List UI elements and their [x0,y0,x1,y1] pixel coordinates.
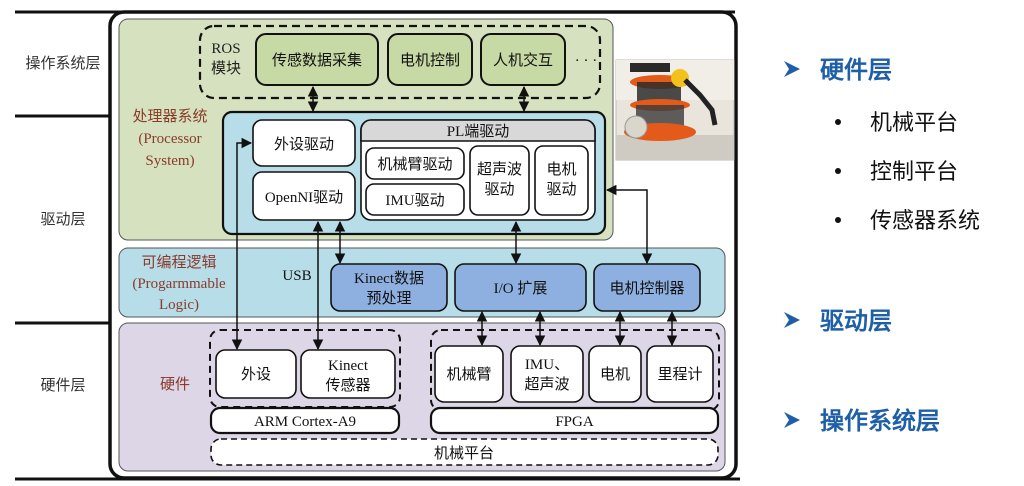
peripheral-driver-box[interactable]: 外设驱动 [252,119,356,167]
ros-module-hci[interactable]: 人机交互 [480,33,566,86]
openni-driver-box[interactable]: OpenNI驱动 [252,171,356,221]
usb-label: USB [282,268,311,284]
side-heading-driver: 驱动层 [820,307,892,335]
side-heading-hardware: 硬件层 [820,56,892,84]
svg-text:电机: 电机 [546,161,576,178]
processor-system-en2: System) [145,153,194,169]
arrow-peripheral [231,137,253,351]
ros-module-group [198,24,602,100]
svg-text:Kinect数据: Kinect数据 [354,270,424,287]
svg-text:预处理: 预处理 [366,290,411,307]
ros-module-motor[interactable]: 电机控制 [387,33,473,86]
odometer-box[interactable]: 里程计 [646,345,714,403]
motor-box[interactable]: 电机 [588,345,642,403]
processor-system-title: 处理器系统 [132,108,207,125]
svg-text:电机控制: 电机控制 [400,52,460,69]
ros-label-2: 模块 [211,60,241,77]
svg-text:传感器: 传感器 [325,377,370,394]
processor-system-en1: (Processor [138,131,201,147]
side-heading-os: 操作系统层 [820,407,940,435]
arrow-motor-controller [605,184,653,265]
imu-driver-box[interactable]: IMU驱动 [365,183,465,216]
svg-text:机械平台: 机械平台 [434,445,494,462]
side-item-sensor: 传感器系统 [870,209,980,234]
svg-text:IMU、: IMU、 [525,357,569,373]
svg-text:外设: 外设 [241,366,271,383]
layer-label-driver: 驱动层 [40,211,85,228]
fpga-bar[interactable]: FPGA [429,406,720,435]
side-item-mechanical: 机械平台 [870,111,958,136]
connection-arrows [231,85,678,351]
side-section-os: 操作系统层 [784,407,940,435]
ros-module-sensor[interactable]: 传感数据采集 [255,33,379,86]
pl-driver-title: PL端驱动 [447,123,510,140]
side-item-control: 控制平台 [870,160,958,185]
mechanical-platform-bar[interactable]: 机械平台 [210,438,719,466]
bullet-icon [835,168,841,174]
svg-text:里程计: 里程计 [657,366,702,383]
svg-text:超声波: 超声波 [524,375,569,393]
bullet-icon [835,217,841,223]
robot-arm-box[interactable]: 机械臂 [434,345,504,403]
svg-text:外设驱动: 外设驱动 [274,136,334,153]
ros-label-1: ROS [211,41,240,57]
motor-controller-box[interactable]: 电机控制器 [593,263,701,312]
svg-text:超声波: 超声波 [477,160,522,178]
svg-text:I/O 扩展: I/O 扩展 [494,280,548,297]
side-section-driver: 驱动层 [784,307,892,335]
layer-label-hardware: 硬件层 [40,377,85,394]
layer-label-os: 操作系统层 [25,55,100,72]
robot-photo [615,59,735,161]
svg-text:电机控制器: 电机控制器 [609,280,684,297]
svg-text:IMU驱动: IMU驱动 [385,192,444,209]
arm-driver-box[interactable]: 机械臂驱动 [365,147,465,180]
svg-text:OpenNI驱动: OpenNI驱动 [265,189,343,206]
svg-text:人机交互: 人机交互 [493,51,553,69]
pl-en1: (Progarmmable [132,276,226,292]
svg-text:传感数据采集: 传感数据采集 [272,52,362,69]
hardware-title: 硬件 [160,376,190,393]
motor-driver-box[interactable]: 电机 驱动 [534,145,589,216]
arm-cpu-group [209,329,401,408]
peripheral-box[interactable]: 外设 [215,349,297,399]
kinect-sensor-box[interactable]: Kinect 传感器 [300,349,396,399]
svg-text:驱动: 驱动 [484,181,514,198]
svg-text:机械臂驱动: 机械臂驱动 [377,156,452,173]
svg-text:Kinect: Kinect [328,358,369,374]
svg-text:机械臂: 机械臂 [446,366,491,383]
pl-title: 可编程逻辑 [141,254,216,271]
arrowhead-bullet-icon [784,312,800,328]
pl-en2: Logic) [159,297,199,313]
io-expansion-box[interactable]: I/O 扩展 [454,263,587,312]
arrowhead-bullet-icon [784,412,800,428]
arrowhead-bullet-icon [784,61,800,77]
ultrasonic-driver-box[interactable]: 超声波 驱动 [469,145,530,216]
imu-ultrasonic-box[interactable]: IMU、 超声波 [510,345,584,403]
svg-text:电机: 电机 [600,366,630,383]
bullet-icon [835,119,841,125]
kinect-preprocess-box[interactable]: Kinect数据 预处理 [330,263,448,312]
side-section-hardware: 硬件层 机械平台 控制平台 传感器系统 [784,56,980,234]
svg-text:ARM Cortex-A9: ARM Cortex-A9 [254,414,356,430]
arm-cortex-a9-bar[interactable]: ARM Cortex-A9 [209,406,401,435]
ros-ellipsis: · · · [575,53,598,69]
svg-text:FPGA: FPGA [555,414,594,430]
svg-text:驱动: 驱动 [546,181,576,198]
